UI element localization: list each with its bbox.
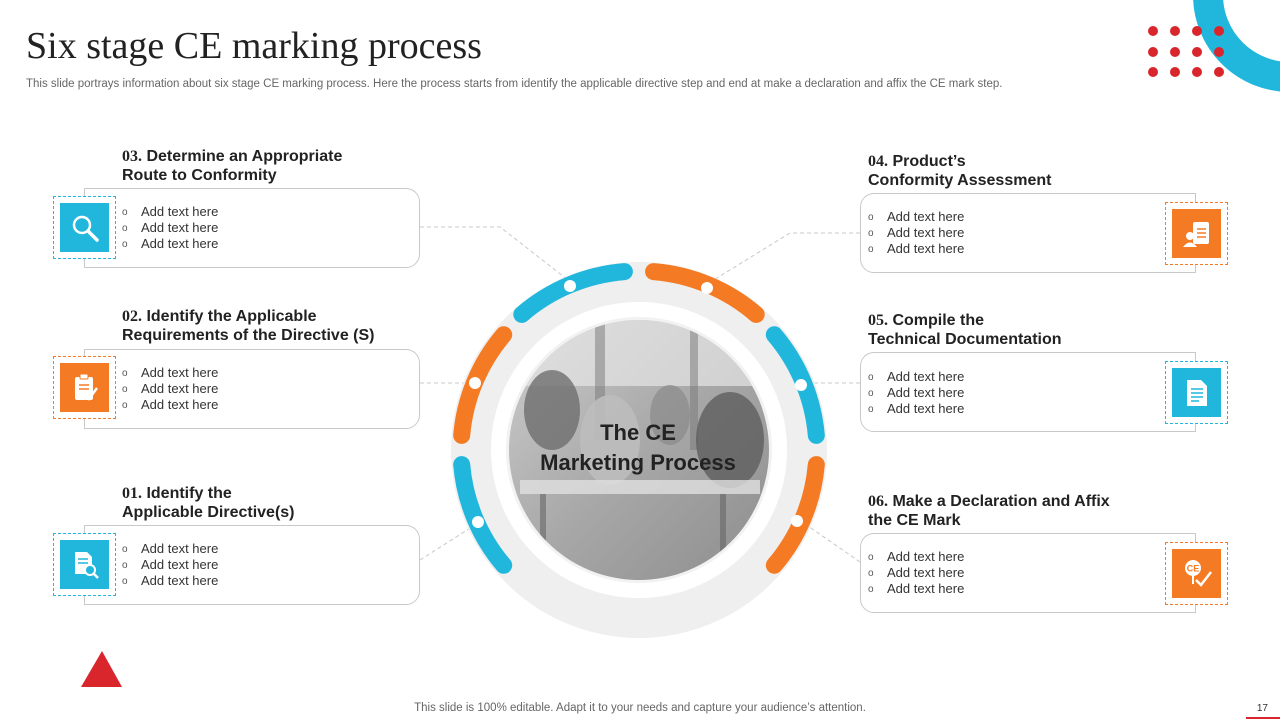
bullet-item: Add text here [122,573,218,589]
step-04-title-line2: Conformity Assessment [868,172,1052,189]
step-05-title-line1: Compile the [892,312,985,329]
step-01-title-line2: Applicable Directive(s) [122,504,295,521]
bullet-item: Add text here [122,557,218,573]
bullet-item: Add text here [122,204,218,220]
page-subtitle: This slide portrays information about si… [26,78,1003,90]
red-triangle [81,651,122,687]
ce-mark-icon: CE [1172,549,1221,598]
step-02-number: 02. [122,308,142,325]
step-05-title-line2: Technical Documentation [868,331,1062,348]
step-02-title-line1: Identify the Applicable [146,308,317,325]
bullet-item: Add text here [122,381,218,397]
dot-grid [1148,26,1224,77]
step-04-title: 04. Product’s Conformity Assessment [868,152,1051,190]
bullet-item: Add text here [122,236,218,252]
step-06-bullets: Add text here Add text here Add text her… [868,549,964,597]
step-03-bullets: Add text here Add text here Add text her… [122,204,218,252]
step-02-icon-frame [53,356,116,419]
step-05-number: 05. [868,312,888,329]
step-01-icon-frame [53,533,116,596]
step-03-title-line2: Route to Conformity [122,167,277,184]
step-05-icon-frame [1165,361,1228,424]
step-06-title: 06. Make a Declaration and Affix the CE … [868,492,1110,530]
bullet-item: Add text here [122,365,218,381]
bullet-item: Add text here [868,565,964,581]
step-03-icon-frame [53,196,116,259]
step-02-bullets: Add text here Add text here Add text her… [122,365,218,413]
step-06-title-line2: the CE Mark [868,512,961,529]
step-04-title-line1: Product’s [892,153,966,170]
outer-ring [451,262,827,638]
bullet-item: Add text here [868,241,964,257]
step-04-bullets: Add text here Add text here Add text her… [868,209,964,257]
corner-arc [1193,0,1280,92]
center-label-line1: The CE [600,420,676,445]
step-01-title: 01. Identify the Applicable Directive(s) [122,484,295,522]
magnifier-icon [60,203,109,252]
bullet-item: Add text here [868,581,964,597]
step-03-number: 03. [122,148,142,165]
step-03-title: 03. Determine an Appropriate Route to Co… [122,147,342,185]
bullet-item: Add text here [868,369,964,385]
segment-dots [469,280,807,528]
step-02-title-line2: Requirements of the Directive (S) [122,327,375,344]
bullet-item: Add text here [122,397,218,413]
step-01-bullets: Add text here Add text here Add text her… [122,541,218,589]
meeting-photo [509,320,769,580]
step-06-number: 06. [868,493,888,510]
bullet-item: Add text here [868,225,964,241]
footer-note: This slide is 100% editable. Adapt it to… [414,702,866,714]
step-04-icon-frame [1165,202,1228,265]
page-number: 17 [1256,703,1268,714]
page-number-underline [1246,717,1280,719]
step-06-title-line1: Make a Declaration and Affix [892,493,1110,510]
clipboard-check-icon [60,363,109,412]
bullet-item: Add text here [122,220,218,236]
document-icon [1172,368,1221,417]
bullet-item: Add text here [122,541,218,557]
step-01-title-line1: Identify the [146,485,232,502]
connector-lines [419,226,861,563]
step-05-title: 05. Compile the Technical Documentation [868,311,1062,349]
bullet-item: Add text here [868,209,964,225]
assessment-clipboard-icon [1172,209,1221,258]
svg-text:CE: CE [1186,563,1199,573]
step-04-number: 04. [868,153,888,170]
step-01-number: 01. [122,485,142,502]
step-03-title-line1: Determine an Appropriate [146,148,343,165]
step-06-icon-frame: CE [1165,542,1228,605]
bullet-item: Add text here [868,401,964,417]
step-05-bullets: Add text here Add text here Add text her… [868,369,964,417]
document-search-icon [60,540,109,589]
page-title: Six stage CE marking process [26,25,482,67]
bullet-item: Add text here [868,385,964,401]
bullet-item: Add text here [868,549,964,565]
center-label-line2: Marketing Process [540,450,736,475]
center-label: The CE Marketing Process [508,418,768,478]
step-02-title: 02. Identify the Applicable Requirements… [122,307,375,345]
